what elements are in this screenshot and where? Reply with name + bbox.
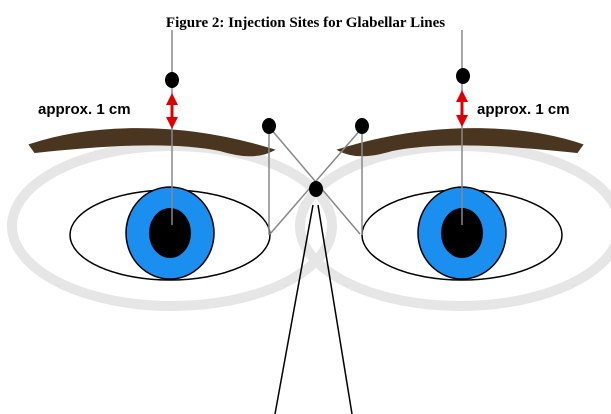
- injection-site-left-lateral: [165, 72, 179, 88]
- injection-site-right-lateral: [456, 68, 470, 84]
- injection-site-procerus: [309, 181, 323, 197]
- nose-line-left: [275, 205, 313, 414]
- injection-site-left-corrugator: [262, 118, 276, 134]
- right-eyebrow: [339, 129, 582, 155]
- injection-site-right-corrugator: [355, 118, 369, 134]
- distance-label-left: approx. 1 cm: [38, 101, 131, 118]
- distance-label-right: approx. 1 cm: [477, 101, 570, 118]
- left-pupil: [149, 208, 191, 258]
